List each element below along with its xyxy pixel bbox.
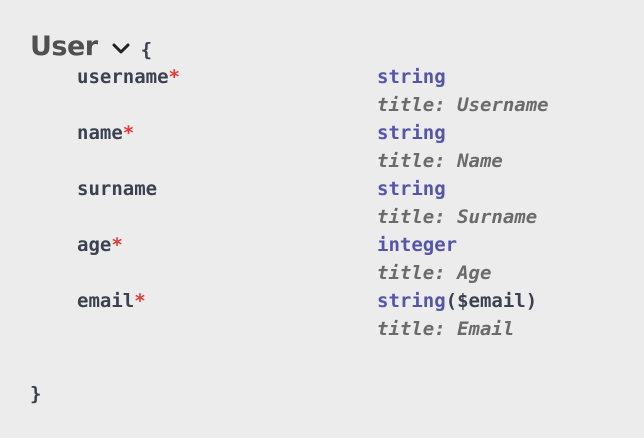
model-title[interactable]: User [30, 30, 98, 62]
model-header[interactable]: User { [30, 26, 152, 66]
property-name: username [77, 66, 169, 88]
property-title-value: Age [457, 262, 492, 284]
required-marker: * [168, 66, 180, 88]
property-type-line: string($email) [377, 287, 637, 315]
property-name: age [77, 234, 112, 256]
property-name: email [77, 290, 135, 312]
property-name-cell: username* [77, 63, 377, 119]
property-info: string title: Username [377, 63, 637, 119]
open-brace: { [140, 39, 153, 61]
property-title-value: Email [457, 318, 515, 340]
property-name-cell: age* [77, 231, 377, 287]
property-name-cell: name* [77, 119, 377, 175]
property-type: integer [377, 234, 458, 256]
property-type-line: integer [377, 231, 637, 259]
property-name: name [77, 122, 123, 144]
property-title-line: title: Username [377, 91, 637, 119]
property-title-line: title: Email [377, 315, 637, 343]
property-title-line: title: Age [377, 259, 637, 287]
property-list: username* string title: Username name* s… [77, 63, 637, 343]
property-type: string [377, 122, 446, 144]
chevron-down-icon-svg [112, 43, 130, 54]
property-type-line: string [377, 119, 637, 147]
property-title-label: title: [377, 94, 446, 116]
property-title-label: title: [377, 150, 446, 172]
close-brace: } [30, 383, 42, 405]
property-name-cell: email* [77, 287, 377, 343]
property-row: username* string title: Username [77, 63, 637, 119]
property-title-label: title: [377, 206, 446, 228]
property-type: string [377, 66, 446, 88]
property-title-label: title: [377, 262, 446, 284]
property-title-line: title: Name [377, 147, 637, 175]
property-name-cell: surname [77, 175, 377, 231]
property-row: name* string title: Name [77, 119, 637, 175]
chevron-down-icon[interactable] [110, 38, 132, 60]
property-title-value: Name [457, 150, 503, 172]
property-format: ($email) [445, 290, 538, 312]
property-info: integer title: Age [377, 231, 637, 287]
property-name: surname [77, 178, 158, 200]
property-row: email* string($email) title: Email [77, 287, 637, 343]
required-marker: * [122, 122, 135, 144]
property-row: age* integer title: Age [77, 231, 637, 287]
property-title-value: Surname [457, 206, 538, 228]
property-type-line: string [377, 175, 637, 203]
property-type: string [377, 290, 446, 312]
property-info: string title: Surname [377, 175, 637, 231]
property-type: string [377, 178, 446, 200]
property-info: string($email) title: Email [377, 287, 637, 343]
property-title-line: title: Surname [377, 203, 637, 231]
property-type-line: string [377, 63, 637, 91]
required-marker: * [134, 290, 146, 312]
property-row: surname string title: Surname [77, 175, 637, 231]
required-marker: * [111, 234, 123, 256]
property-title-value: Username [457, 94, 549, 116]
property-info: string title: Name [377, 119, 637, 175]
property-title-label: title: [377, 318, 446, 340]
